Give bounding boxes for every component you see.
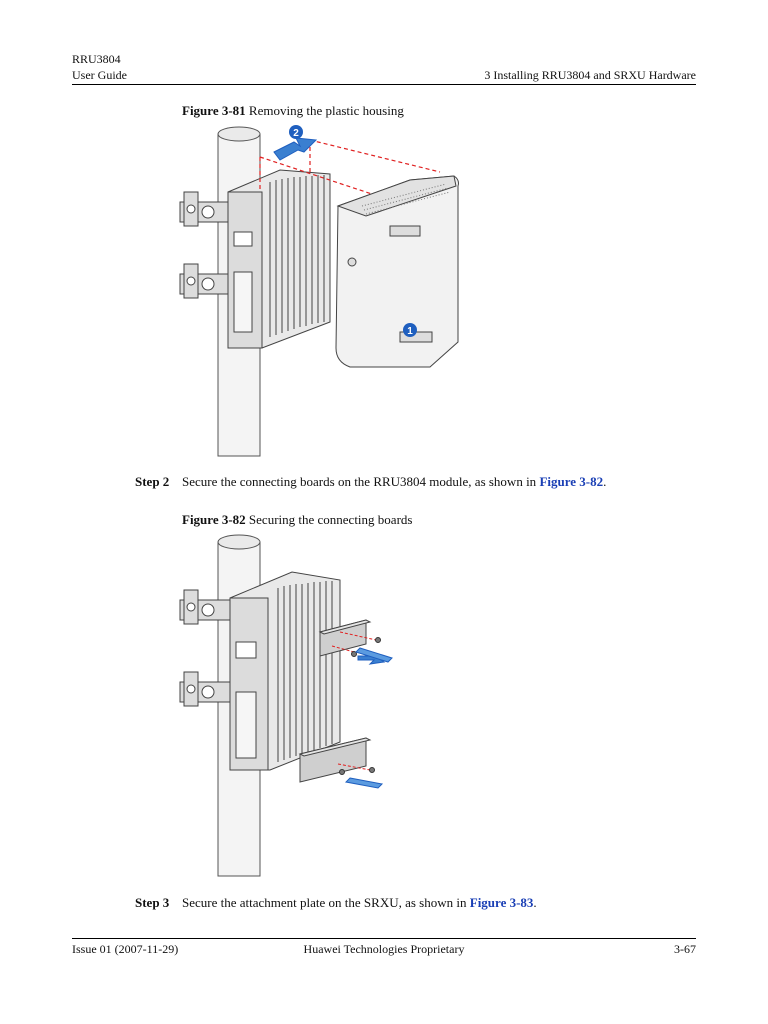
step-3-label: Step 3 — [135, 895, 170, 910]
callout-2: 2 — [289, 125, 303, 139]
rru-module — [229, 571, 341, 771]
figure-3-82-link[interactable]: Figure 3-82 — [539, 474, 604, 489]
plastic-housing — [335, 175, 459, 368]
step-3-body: Secure the attachment plate on the SRXU,… — [182, 895, 470, 910]
insert-arrow-upper — [355, 647, 393, 665]
figure-caption-3-81: Figure 3-81 Removing the plastic housing — [182, 103, 404, 119]
mounting-bracket-lower — [179, 671, 241, 707]
step-2-body: Secure the connecting boards on the RRU3… — [182, 474, 540, 489]
figure-3-81-illustration: 2 1 — [179, 125, 459, 457]
figure-caption-3-82: Figure 3-82 Securing the connecting boar… — [182, 512, 412, 528]
mounting-bracket-lower — [179, 263, 241, 299]
step-2-end: . — [603, 474, 607, 489]
step-3-text: Secure the attachment plate on the SRXU,… — [182, 895, 537, 911]
figure-3-82-illustration — [179, 534, 393, 877]
step-3-end: . — [533, 895, 537, 910]
removal-arrow — [273, 137, 318, 161]
issue-date: Issue 01 (2007-11-29) — [72, 942, 179, 956]
doc-type: User Guide — [72, 68, 127, 82]
figure-caption-text: Removing the plastic housing — [248, 103, 404, 118]
step-2: Step 2 — [135, 474, 169, 490]
page-number: 3-67 — [674, 942, 696, 956]
step-3: Step 3 — [135, 895, 169, 911]
doc-title: RRU3804 — [72, 52, 121, 66]
connecting-board-upper — [318, 619, 372, 657]
screws — [339, 637, 381, 775]
callout-1: 1 — [403, 323, 417, 337]
header-rule — [72, 84, 696, 85]
chapter-title: 3 Installing RRU3804 and SRXU Hardware — [484, 68, 696, 82]
figure-label: Figure 3-82 — [182, 512, 246, 527]
step-2-text: Secure the connecting boards on the RRU3… — [182, 474, 606, 490]
dashed-guide-lines — [331, 631, 377, 771]
insert-arrow-lower — [344, 777, 384, 789]
connecting-board-lower — [298, 737, 372, 783]
figure-label: Figure 3-81 — [182, 103, 246, 118]
company-notice: Huawei Technologies Proprietary — [303, 942, 465, 956]
figure-3-83-link[interactable]: Figure 3-83 — [469, 895, 534, 910]
figure-caption-text: Securing the connecting boards — [248, 512, 413, 527]
callout-1-label: 1 — [407, 326, 413, 337]
mounting-bracket-upper — [179, 589, 241, 625]
mounting-bracket-upper — [179, 191, 241, 227]
step-2-label: Step 2 — [135, 474, 170, 489]
footer-rule — [72, 938, 696, 939]
rru-module — [227, 169, 331, 349]
callout-2-label: 2 — [293, 128, 299, 139]
